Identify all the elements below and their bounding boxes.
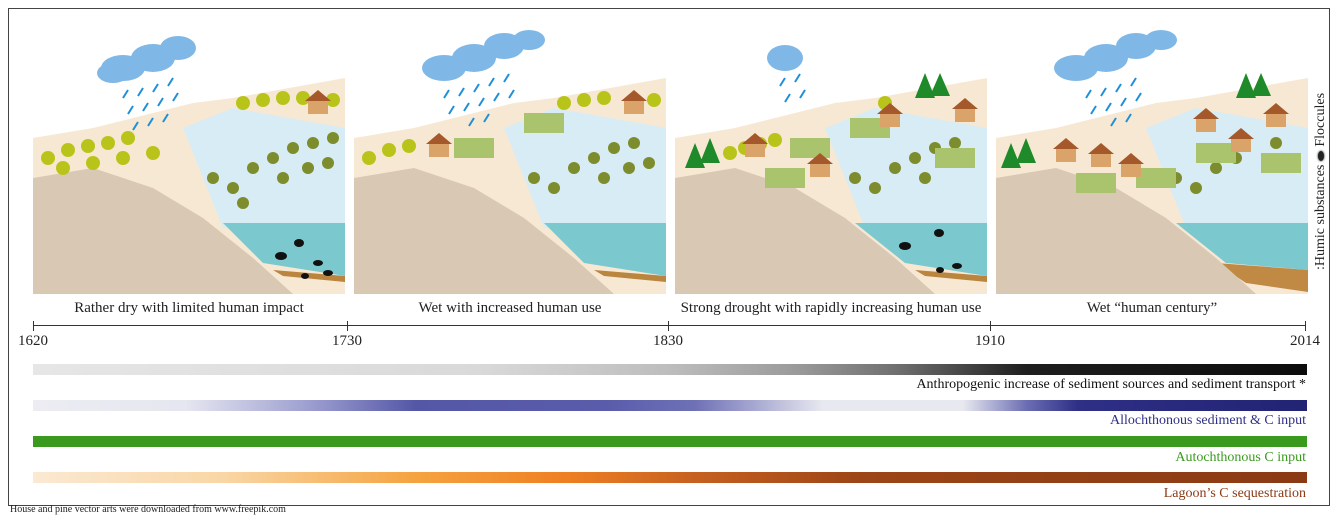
lagoon-sequestration-bar bbox=[33, 472, 1307, 483]
year-label: 1730 bbox=[332, 333, 362, 349]
tree-icon bbox=[362, 91, 661, 165]
figure-frame bbox=[8, 8, 1330, 506]
panel-caption-2: Wet with increased human use bbox=[418, 300, 602, 316]
panel-caption-3: Strong drought with rapidly increasing h… bbox=[680, 300, 982, 316]
house-icon bbox=[742, 98, 978, 177]
credit-footnote: House and pine vector arts were download… bbox=[10, 504, 286, 515]
landscape-panel-4 bbox=[996, 18, 1308, 294]
timeline-tick bbox=[668, 321, 669, 331]
year-label: 1830 bbox=[653, 333, 683, 349]
tree-icon bbox=[207, 132, 339, 209]
sediment-transport-label: Anthropogenic increase of sediment sourc… bbox=[916, 377, 1306, 392]
tree-icon bbox=[41, 91, 340, 175]
year-label: 1620 bbox=[18, 333, 48, 349]
floccules-label: Floccules bbox=[1313, 92, 1328, 147]
humic-substances-label: :Humic substances bbox=[1313, 164, 1328, 270]
landscape-panel-3 bbox=[675, 18, 987, 294]
house-icon bbox=[1053, 103, 1289, 177]
rain-cloud-icon bbox=[97, 36, 196, 131]
side-legend: :Humic substances Floccules bbox=[1313, 93, 1329, 270]
allochthonous-input-label: Allochthonous sediment & C input bbox=[1110, 413, 1306, 428]
autochthonous-input-bar bbox=[33, 436, 1307, 447]
floc-icon bbox=[899, 229, 962, 273]
timeline-tick bbox=[33, 321, 34, 331]
rain-cloud-icon bbox=[1054, 30, 1177, 127]
timeline-tick bbox=[990, 321, 991, 331]
rain-cloud-icon bbox=[767, 45, 806, 103]
lagoon-sequestration-label: Lagoon’s C sequestration bbox=[1163, 486, 1306, 501]
landscape-panel-1 bbox=[33, 18, 345, 294]
timeline-tick bbox=[347, 321, 348, 331]
crop-icon bbox=[765, 118, 975, 188]
rain-cloud-icon bbox=[422, 30, 545, 127]
autochthonous-input-label: Autochthonous C input bbox=[1175, 450, 1306, 465]
crop-icon bbox=[1076, 143, 1301, 193]
timeline-tick bbox=[1305, 321, 1306, 331]
panel-caption-4: Wet “human century” bbox=[1086, 300, 1218, 316]
year-label: 2014 bbox=[1290, 333, 1320, 349]
tree-icon bbox=[528, 137, 655, 194]
house-icon bbox=[426, 90, 647, 157]
crop-icon bbox=[454, 113, 564, 158]
year-label: 1910 bbox=[975, 333, 1005, 349]
pine-icon bbox=[1001, 73, 1271, 168]
panel-caption-1: Rather dry with limited human impact bbox=[74, 300, 304, 316]
sediment-transport-bar bbox=[33, 364, 1307, 375]
landscape-panel-2 bbox=[354, 18, 666, 294]
floc-icon bbox=[275, 239, 333, 279]
allochthonous-input-bar bbox=[33, 400, 1307, 411]
house-icon bbox=[305, 90, 331, 114]
timeline-axis bbox=[33, 321, 1306, 331]
pine-icon bbox=[685, 73, 950, 168]
timeline-line bbox=[33, 325, 1306, 326]
floc-icon bbox=[1318, 150, 1324, 161]
